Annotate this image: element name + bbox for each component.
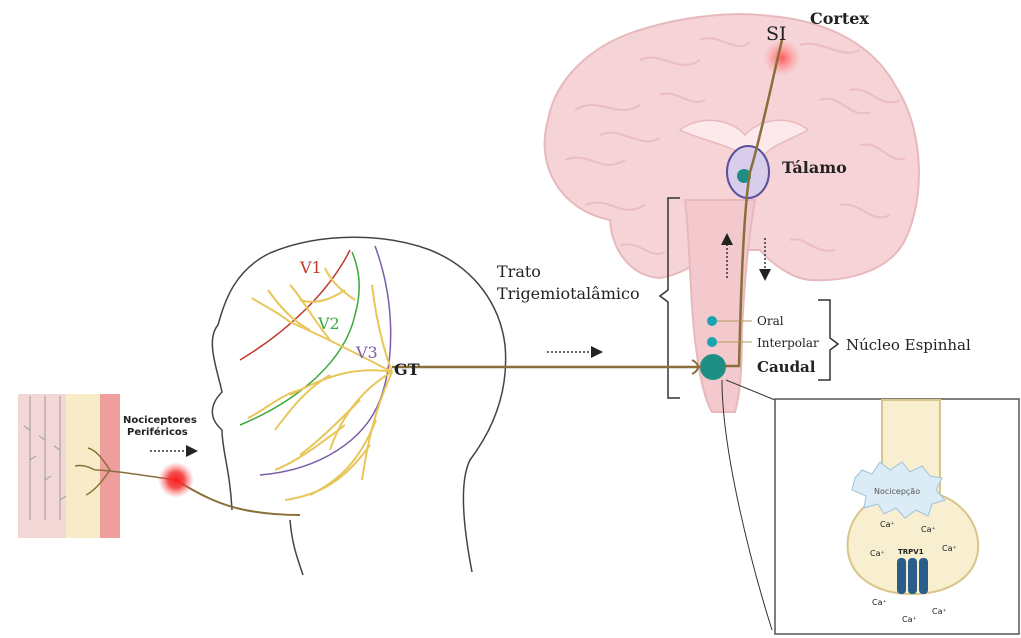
interpolar-label: Interpolar <box>757 336 819 350</box>
nucleo-espinhal-label: Núcleo Espinhal <box>846 336 971 354</box>
ca-ion-label: Ca⁺ <box>921 525 936 534</box>
trpv1-label: TRPV1 <box>898 548 924 556</box>
v1-boundary <box>240 250 350 360</box>
caudal-label: Caudal <box>757 358 816 376</box>
gt-label: GT <box>394 360 420 379</box>
skin-epidermis <box>18 394 70 538</box>
peripheral-nerve <box>176 480 300 515</box>
trpv1-channel <box>897 558 928 594</box>
peripheral-pain-spot <box>158 462 194 498</box>
head-neck-front <box>290 520 303 575</box>
head <box>176 237 506 575</box>
nucleus-interpolar <box>707 337 717 347</box>
si-label: SI <box>766 23 787 45</box>
cortex-pain-glow <box>764 40 800 76</box>
nucleus-caudal <box>700 354 726 380</box>
trigeminal-branches <box>248 268 392 500</box>
nucleo-brace <box>818 300 838 380</box>
trato-label-line2: Trigemiotalâmico <box>497 284 640 303</box>
cortex-label: Cortex <box>810 9 869 28</box>
nocicepcao-label: Nocicepção <box>874 487 920 496</box>
v1-label: V1 <box>299 258 322 277</box>
ca-ion-label: Ca⁺ <box>902 615 917 624</box>
nucleus-oral <box>707 316 717 326</box>
ca-ion-label: Ca⁺ <box>942 544 957 553</box>
ca-ion-label: Ca⁺ <box>872 598 887 607</box>
ca-ion-label: Ca⁺ <box>880 520 895 529</box>
trato-label-line1: Trato <box>497 262 541 281</box>
ca-ion-label: Ca⁺ <box>870 549 885 558</box>
v2-label: V2 <box>317 314 340 333</box>
oral-label: Oral <box>757 314 784 328</box>
nociceptores-label-line2: Periféricos <box>127 426 188 438</box>
skin-hair-follicles <box>24 396 66 520</box>
skin-hypodermis <box>100 394 120 538</box>
inset-callout-line-bottom <box>722 380 772 630</box>
nociceptores-label-line1: Nociceptores <box>123 415 197 426</box>
ca-ion-label: Ca⁺ <box>932 607 947 616</box>
talamo-label: Tálamo <box>782 158 847 177</box>
v3-label: V3 <box>355 343 378 362</box>
